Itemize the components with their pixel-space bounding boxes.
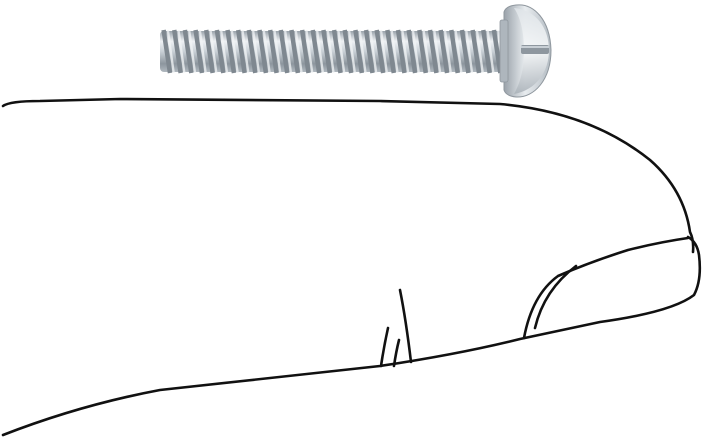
screw-thread (342, 29, 354, 74)
screw-thread (406, 29, 418, 74)
screw-thread-highlight (369, 29, 378, 74)
screw-thread-highlight (283, 29, 293, 74)
screw-thread (331, 29, 343, 74)
knuckle-crease-1 (398, 288, 413, 364)
screw-thread-highlight (209, 29, 218, 74)
screw-thread (353, 29, 365, 74)
screw-thread (470, 29, 482, 74)
fingernail-outline (522, 236, 690, 340)
screw-thread-highlight (230, 29, 239, 74)
screw-thread (214, 29, 226, 74)
screw-thread (257, 29, 269, 74)
screw-thread-highlight (433, 29, 442, 74)
screw-thread-highlight (390, 29, 399, 74)
screw-thread (321, 29, 333, 74)
finger-bottom-contour (1, 235, 702, 437)
screw-thread-highlight (241, 29, 250, 74)
screw-thread-highlight (177, 29, 186, 74)
screw-thread (459, 29, 471, 74)
screw-thread (395, 29, 407, 74)
screw-thread (374, 29, 386, 74)
screw-thread-highlight (486, 29, 495, 74)
screw-thread (204, 29, 215, 74)
screw-thread-highlight (411, 29, 420, 74)
screw-thread-highlight (443, 29, 452, 74)
screw-thread (481, 29, 492, 74)
screw-thread-highlight (326, 29, 335, 74)
screw-thread (289, 29, 301, 74)
screw-thread (246, 29, 258, 74)
screw-thread-highlight (465, 29, 474, 74)
screw-thread-highlight (198, 29, 207, 74)
nail-cuticle-line (533, 264, 578, 330)
screw-thread (161, 29, 173, 74)
machine-screw-icon (160, 4, 552, 98)
finger-top-contour (1, 97, 695, 254)
finger-outline-icon (1, 97, 702, 437)
screw-thread-highlight (262, 29, 271, 74)
screw-thread (278, 29, 290, 74)
screw-thread (225, 29, 237, 74)
screw-head (499, 4, 552, 98)
screw-thread-highlight (294, 29, 303, 74)
screw-thread (235, 29, 247, 74)
screw-thread (310, 29, 322, 74)
screw-thread (438, 29, 450, 74)
screw-thread-highlight (347, 29, 357, 74)
screw-thread-highlight (166, 29, 175, 74)
screw-thread-highlight (422, 29, 431, 74)
screw-thread (193, 29, 205, 74)
screw-thread-highlight (401, 29, 410, 74)
screw-thread-highlight (315, 29, 325, 74)
screw-thread (299, 29, 311, 74)
screw-thread-highlight (305, 29, 314, 74)
screw-thread-highlight (475, 29, 484, 74)
knuckle-crease-3 (392, 338, 401, 368)
screw-thread-highlight (358, 29, 367, 74)
screw-thread (172, 29, 183, 74)
screw-thread-highlight (251, 29, 261, 74)
screw-thread (267, 29, 279, 74)
knuckle-crease-2 (379, 326, 390, 368)
screw-thread (427, 29, 439, 74)
screw-thread-highlight (454, 29, 463, 74)
screw-thread (449, 29, 460, 74)
screw-thread-highlight (337, 29, 346, 74)
screw-thread (182, 29, 194, 74)
screw-thread-highlight (219, 29, 229, 74)
screw-thread (363, 29, 375, 74)
screw-thread-highlight (188, 29, 197, 74)
screw-thread-highlight (273, 29, 282, 74)
screw-threads (161, 29, 506, 74)
screw-thread (385, 29, 396, 74)
screw-thread (491, 29, 503, 74)
screw-thread-highlight (379, 29, 389, 74)
screw-thread (417, 29, 428, 74)
